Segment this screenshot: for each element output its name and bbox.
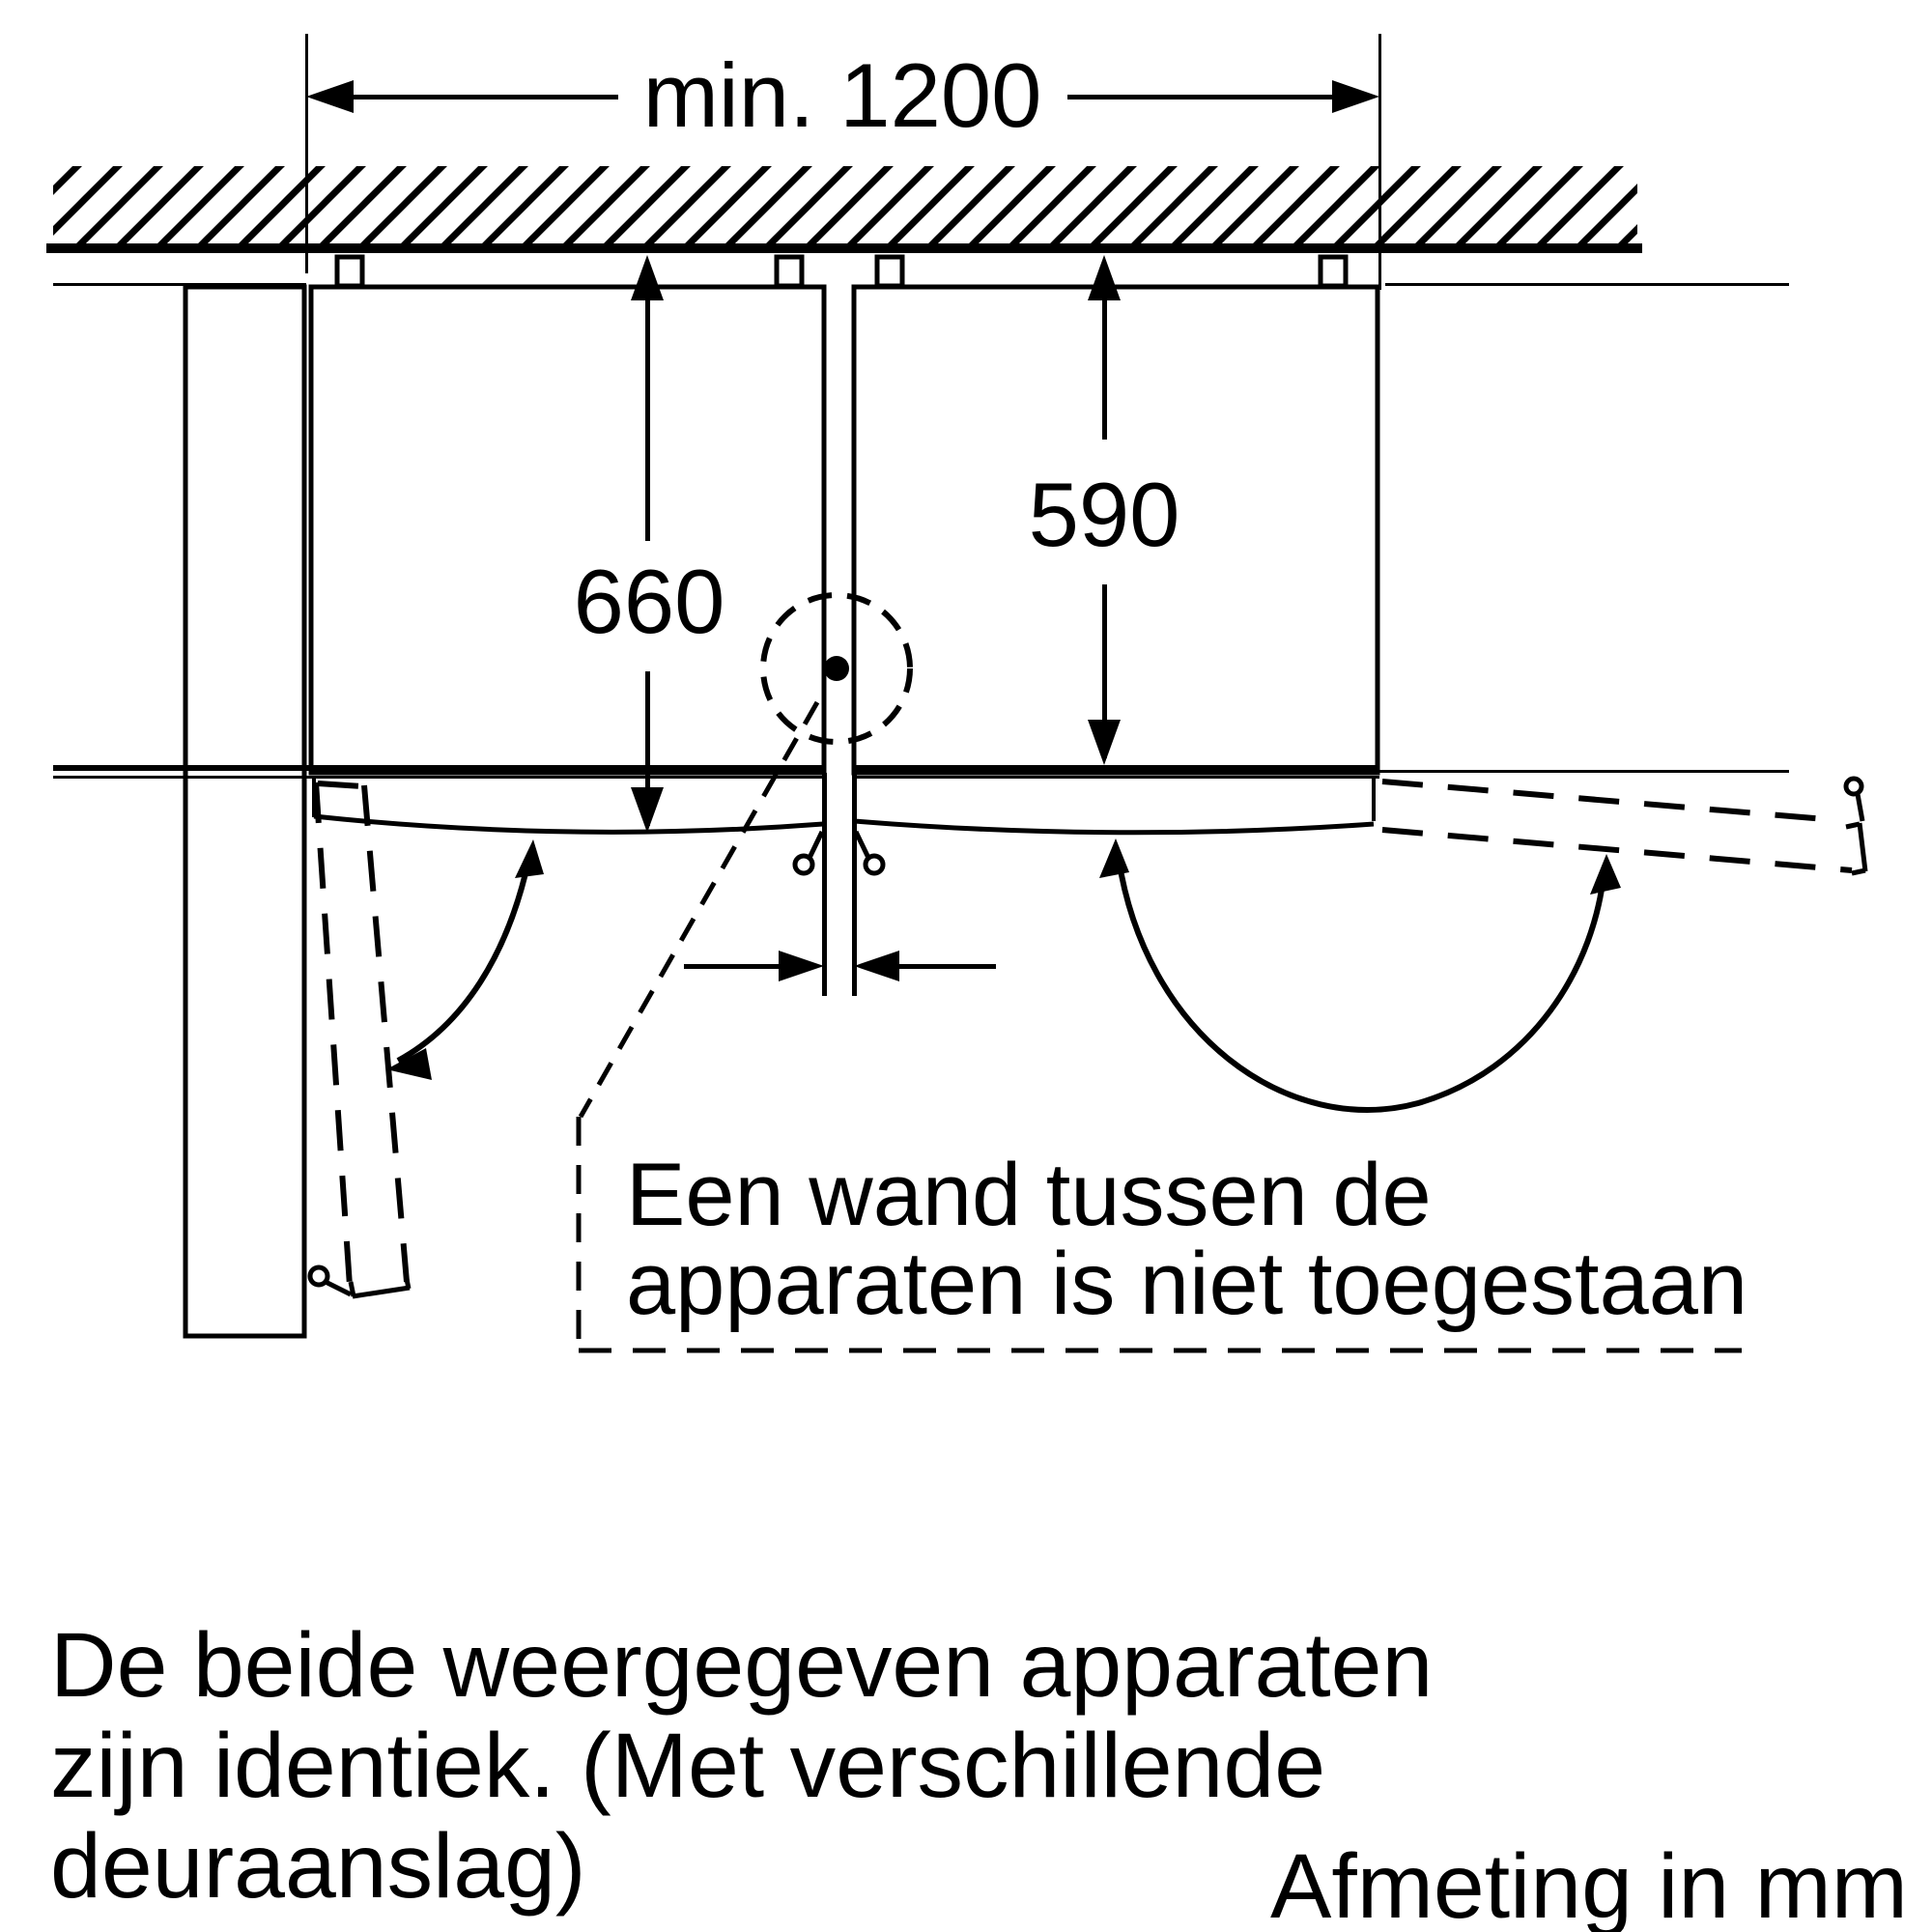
dim-660-line-upper	[645, 295, 650, 541]
left-cabinet-column	[183, 284, 307, 1339]
door-handle-left	[792, 853, 815, 876]
gap-dim-arrowhead-right	[854, 951, 899, 981]
callout-text-line1: Een wand tussen de	[626, 1146, 1432, 1244]
front-face-line-left-thick	[53, 765, 824, 771]
footer-note-line1: De beide weergegeven apparaten	[50, 1614, 1433, 1717]
dim-min-width-line-left	[319, 95, 618, 99]
dim-590-arrowhead-up	[1088, 255, 1121, 300]
wall-spacer-1	[334, 254, 365, 289]
gap-dim-line-right	[899, 964, 996, 969]
wall-spacer-4	[1318, 254, 1349, 289]
dim-min-width-line-right	[1067, 95, 1367, 99]
door-left-open-end-cap	[348, 1273, 412, 1299]
footer-note-line2: zijn identiek. (Met verschillende	[50, 1715, 1325, 1817]
door-right-open-back-edge	[1381, 827, 1853, 873]
gap-extension-line-left	[822, 773, 827, 996]
dim-660-label: 660	[574, 551, 725, 652]
door-left-outer-edge	[312, 779, 316, 817]
front-face-line-right-thin	[854, 776, 1379, 779]
dim-min-width-arrowhead-left	[306, 80, 354, 113]
swing-arc-right-arrowhead-right	[1590, 854, 1621, 895]
door-left-open-front-edge	[313, 781, 353, 1287]
appliance-right-body	[851, 284, 1380, 776]
front-face-line-right-thick	[854, 765, 1379, 771]
footer-note-line3: deuraanslag)	[50, 1815, 586, 1918]
adjacent-run-line-right	[1385, 283, 1789, 286]
wall-face-line	[46, 243, 1642, 253]
units-label: Afmeting in mm	[1270, 1835, 1908, 1932]
door-handle-right	[863, 853, 886, 876]
door-left-open-handle	[307, 1264, 330, 1288]
swing-arc-right-arrowhead-left	[1099, 838, 1129, 878]
dim-660-arrowhead-down	[631, 787, 664, 833]
door-right-open-handle-stem	[1855, 793, 1865, 822]
dim-660-line-lower	[645, 671, 650, 826]
gap-dim-line-left	[684, 964, 781, 969]
dim-590-line-lower	[1102, 584, 1107, 758]
door-right-open-front-edge	[1381, 779, 1837, 823]
swing-arc-right	[1115, 851, 1607, 1113]
swing-arc-left-arrowhead-bottom	[386, 1048, 432, 1080]
swing-arc-left-arrowhead-top	[515, 839, 544, 878]
door-left-open-back-edge	[361, 784, 410, 1283]
callout-text-line2: apparaten is niet toegestaan	[626, 1235, 1747, 1333]
door-left-open-top-cap	[317, 781, 363, 789]
dim-590-arrowhead-down	[1088, 720, 1121, 765]
dim-590-line-upper	[1102, 295, 1107, 440]
door-left-open-handle-stem	[324, 1279, 353, 1297]
adjacent-run-line-left	[53, 283, 306, 286]
dim-min-width-label: min. 1200	[643, 44, 1042, 146]
dim-590-label: 590	[1029, 464, 1180, 565]
right-extension-line	[1378, 34, 1381, 290]
door-right-closed	[854, 818, 1375, 836]
door-handle-left-stem	[807, 830, 825, 860]
wall-spacer-3	[874, 254, 905, 289]
door-left-closed	[313, 813, 824, 835]
door-right-open-handle	[1843, 776, 1864, 797]
door-handle-right-stem	[853, 830, 871, 860]
door-right-outer-edge	[1372, 779, 1376, 821]
dim-660-arrowhead-up	[631, 255, 664, 300]
gap-extension-line-right	[852, 773, 857, 996]
counter-line-right	[1379, 770, 1789, 773]
door-right-open-end-cap	[1845, 821, 1868, 876]
gap-dim-arrowhead-left	[779, 951, 824, 981]
hinge-callout-circle	[760, 592, 913, 745]
appliance-left-body	[308, 284, 827, 776]
dim-min-width-arrowhead-right	[1332, 80, 1379, 113]
wall-spacer-2	[774, 254, 805, 289]
hinge-pivot-dot	[824, 656, 849, 681]
front-face-line-left-thin	[53, 776, 824, 779]
swing-arc-left	[396, 851, 533, 1064]
left-extension-line	[305, 34, 308, 273]
wall-hatching	[53, 166, 1637, 243]
callout-leader-line	[578, 700, 820, 1119]
